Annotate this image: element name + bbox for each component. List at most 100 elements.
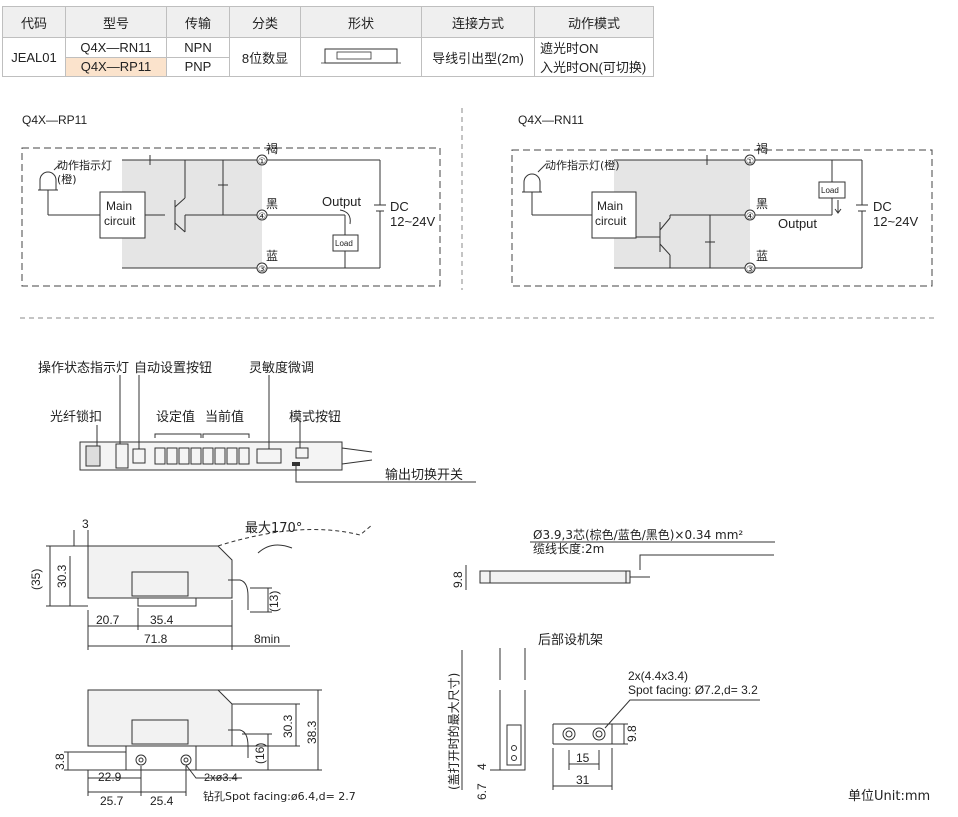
dim-15: 15 (576, 751, 590, 765)
dim-31: 31 (576, 773, 590, 787)
main-label: Main (106, 199, 132, 213)
dim-4: 4 (475, 763, 489, 770)
pin3-label: ③ (746, 265, 754, 275)
led-icon (38, 161, 100, 216)
wire-black: 黑 (756, 197, 768, 211)
wire-brown: 褐 (756, 141, 768, 156)
sensor-body-area (614, 160, 750, 268)
dim-16: (16) (253, 743, 267, 764)
hole-spec: 2x(4.4x3.4) (628, 669, 688, 683)
dim-35-4: 35.4 (150, 613, 174, 627)
lock-label: 光纤锁扣 (50, 409, 102, 425)
dim-9-8b: 9.8 (625, 725, 639, 742)
pin4 (744, 209, 756, 221)
wire-blue: 蓝 (756, 249, 768, 263)
circuit-label: circuit (104, 214, 136, 228)
dim-20-7: 20.7 (96, 613, 120, 627)
dim-3-8: 3.8 (53, 753, 67, 770)
output-arrow-icon (834, 200, 842, 214)
cell-mode: 遮光时ON 入光时ON(可切换) (534, 37, 654, 77)
circuit-border (21, 147, 441, 287)
set-value-label: 设定值 (156, 409, 195, 425)
mode-btn-label: 模式按钮 (289, 410, 341, 425)
circuit-wiring (614, 155, 868, 269)
leader-lines (96, 375, 476, 483)
cell-output: PNP (166, 56, 230, 77)
pin1-label: ① (746, 157, 754, 167)
dim-3: 3 (82, 517, 89, 531)
cell-model: Q4X—RN11 (65, 37, 167, 58)
fiber-lock (85, 445, 101, 467)
load-label: Load (821, 186, 839, 195)
circuit-pnp: Q4X—RP11 动作指示灯 (橙) Main circuit (21, 113, 441, 287)
spec-table: 代码 型号 传输 分类 形状 连接方式 动作模式 JEAL01 Q4X—RN11… (2, 6, 654, 77)
bottom-view (64, 689, 322, 796)
pin4-label: ④ (746, 212, 754, 222)
load-box (332, 234, 359, 252)
dim-22-9: 22.9 (98, 770, 122, 784)
cell-connection: 导线引出型(2m) (421, 37, 535, 77)
unit-label: 单位Unit:mm (848, 789, 930, 804)
th-mode: 动作模式 (534, 6, 654, 38)
pin3 (744, 262, 756, 274)
wire-brown: 褐 (266, 141, 278, 156)
max-angle: 最大170° (245, 521, 302, 536)
voltage-label: 12~24V (390, 214, 436, 229)
current-value-label: 当前值 (205, 409, 244, 425)
indicator-label: 动作指示灯(橙) (545, 158, 620, 172)
cell-model: Q4X—RP11 (65, 56, 167, 77)
circuit-wiring (122, 155, 386, 269)
th-output: 传输 (166, 6, 230, 38)
circuit-label: circuit (595, 214, 627, 228)
dim-30-3: 30.3 (55, 564, 69, 588)
cell-category: 8位数显 (229, 37, 301, 77)
spot-facing: Spot facing: Ø7.2,d= 3.2 (628, 683, 758, 697)
circuit-border (511, 149, 933, 287)
dim-25-7: 25.7 (100, 794, 124, 808)
sensor-front-view (79, 441, 343, 471)
led-icon (522, 163, 592, 216)
pin1 (256, 154, 268, 166)
dim-35: (35) (29, 569, 43, 590)
cell-code: JEAL01 (2, 37, 66, 77)
main-label: Main (597, 199, 623, 213)
dim-38-3: 38.3 (305, 720, 319, 744)
th-code: 代码 (2, 6, 66, 38)
drill-spec: 钻孔Spot facing:ø6.4,d= 2.7 (203, 789, 356, 803)
cover-open-label: (盖打开时的最大尺寸) (446, 673, 461, 790)
output-label: Output (322, 194, 361, 209)
output-switch (292, 462, 300, 466)
status-led-label: 操作状态指示灯 (38, 360, 129, 376)
side-view-dims (46, 524, 373, 650)
pin1 (744, 154, 756, 166)
pin1-label: ① (258, 157, 266, 167)
auto-btn-label: 自动设置按钮 (134, 361, 212, 376)
output-switch-label: 输出切换开关 (385, 467, 463, 483)
circuit-title: Q4X—RN11 (518, 113, 584, 127)
mode-line1: 遮光时ON (540, 41, 599, 56)
dim-30-3b: 30.3 (281, 714, 295, 738)
cell-shape (300, 37, 422, 77)
main-circuit-box (99, 191, 146, 239)
pin3-label: ③ (258, 265, 266, 275)
rear-mount-view (461, 648, 760, 790)
sensor-shape-icon (321, 48, 401, 63)
cable-view (465, 554, 774, 590)
status-led (115, 443, 129, 469)
hole-2x: 2xø3.4 (204, 772, 238, 784)
voltage-label: 12~24V (873, 214, 919, 229)
cable-length: 缆线长度:2m (533, 541, 604, 556)
pin3 (256, 262, 268, 274)
indicator-label: 动作指示灯 (57, 158, 112, 172)
cable-stub (341, 447, 373, 465)
dc-label: DC (873, 199, 892, 214)
th-connection: 连接方式 (421, 6, 535, 38)
dim-8min: 8min (254, 632, 280, 646)
load-label: Load (335, 239, 353, 248)
cable-spec: Ø3.9,3芯(棕色/蓝色/黑色)×0.34 mm² (533, 527, 743, 542)
wire-black: 黑 (266, 197, 278, 211)
current-value-display (202, 447, 250, 465)
dc-label: DC (390, 199, 409, 214)
dim-13: (13) (267, 591, 281, 612)
